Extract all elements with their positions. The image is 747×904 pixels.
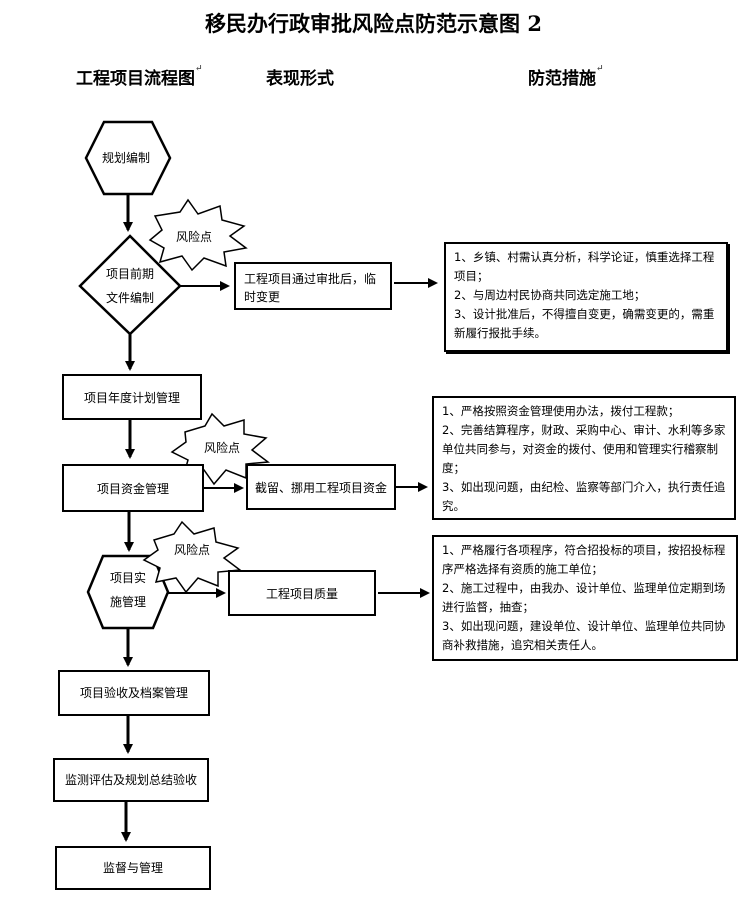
measure-2-item-1: 1、严格按照资金管理使用办法，拨付工程款； [442, 404, 680, 418]
measure-3-item-1: 1、严格履行各项程序，符合招投标的项目，按招投标程序严格选择有资质的施工单位； [442, 543, 726, 576]
acceptance-box: 项目验收及档案管理 [58, 670, 210, 716]
measure-1-item-2: 2、与周边村民协商共同选定施工地； [454, 288, 646, 302]
risk-burst-3 [142, 520, 243, 594]
prelim-label-1: 项目前期 [105, 267, 154, 281]
impl-label-1: 项目实 [109, 571, 146, 585]
plan-label: 规划编制 [102, 151, 151, 165]
measure-1-item-1: 1、乡镇、村需认真分析，科学论证，慎重选择工程项目； [454, 250, 715, 283]
measure-3-item-3: 3、如出现问题，建设单位、设计单位、监理单位共同协商补救措施，追究相关责任人。 [442, 619, 726, 652]
form-fund-diversion-text: 截留、挪用工程项目资金 [254, 481, 387, 495]
measure-1-item-3: 3、设计批准后，不得擅自变更，确需变更的，需重新履行报批手续。 [454, 307, 715, 340]
measures-box-1: 1、乡镇、村需认真分析，科学论证，慎重选择工程项目； 2、与周边村民协商共同选定… [444, 242, 728, 352]
funds-box: 项目资金管理 [62, 464, 204, 512]
risk-label-3: 风险点 [174, 543, 211, 557]
measures-box-2: 1、严格按照资金管理使用办法，拨付工程款； 2、完善结算程序，财政、采购中心、审… [432, 396, 736, 520]
annual-plan-box: 项目年度计划管理 [62, 374, 202, 420]
column-header-flow: 工程项目流程图↵ [76, 64, 203, 89]
column-header-form: 表现形式 [266, 69, 334, 89]
form-fund-diversion: 截留、挪用工程项目资金 [246, 464, 396, 510]
measure-3-item-2: 2、施工过程中，由我办、设计单位、监理单位定期到场进行监督，抽查； [442, 581, 726, 614]
funds-label: 项目资金管理 [96, 482, 169, 496]
form-temporary-change-text: 工程项目通过审批后，临时变更 [244, 272, 377, 304]
risk-label-1: 风险点 [176, 230, 213, 244]
column-header-measures: 防范措施↵ [528, 64, 604, 89]
annual-plan-label: 项目年度计划管理 [83, 391, 180, 405]
form-temporary-change: 工程项目通过审批后，临时变更 [234, 262, 392, 310]
plan-hexagon [84, 120, 172, 196]
acceptance-label: 项目验收及档案管理 [79, 686, 188, 700]
measure-2-item-3: 3、如出现问题，由纪检、监察等部门介入，执行责任追究。 [442, 480, 726, 513]
impl-label-2: 施管理 [109, 595, 146, 609]
measures-box-3: 1、严格履行各项程序，符合招投标的项目，按招投标程序严格选择有资质的施工单位； … [432, 535, 738, 661]
risk-burst-1 [148, 198, 248, 272]
risk-label-2: 风险点 [204, 441, 241, 455]
form-project-quality: 工程项目质量 [228, 570, 376, 616]
evaluation-box: 监测评估及规划总结验收 [53, 758, 209, 802]
diagram-title: 移民办行政审批风险点防范示意图 2 [205, 11, 542, 36]
prelim-label-2: 文件编制 [105, 291, 154, 305]
measure-2-item-2: 2、完善结算程序，财政、采购中心、审计、水利等多家单位共同参与，对资金的拨付、使… [442, 423, 726, 475]
evaluation-label: 监测评估及规划总结验收 [64, 773, 197, 787]
form-project-quality-text: 工程项目质量 [265, 587, 338, 601]
supervision-box: 监督与管理 [55, 846, 211, 890]
supervision-label: 监督与管理 [102, 861, 163, 875]
